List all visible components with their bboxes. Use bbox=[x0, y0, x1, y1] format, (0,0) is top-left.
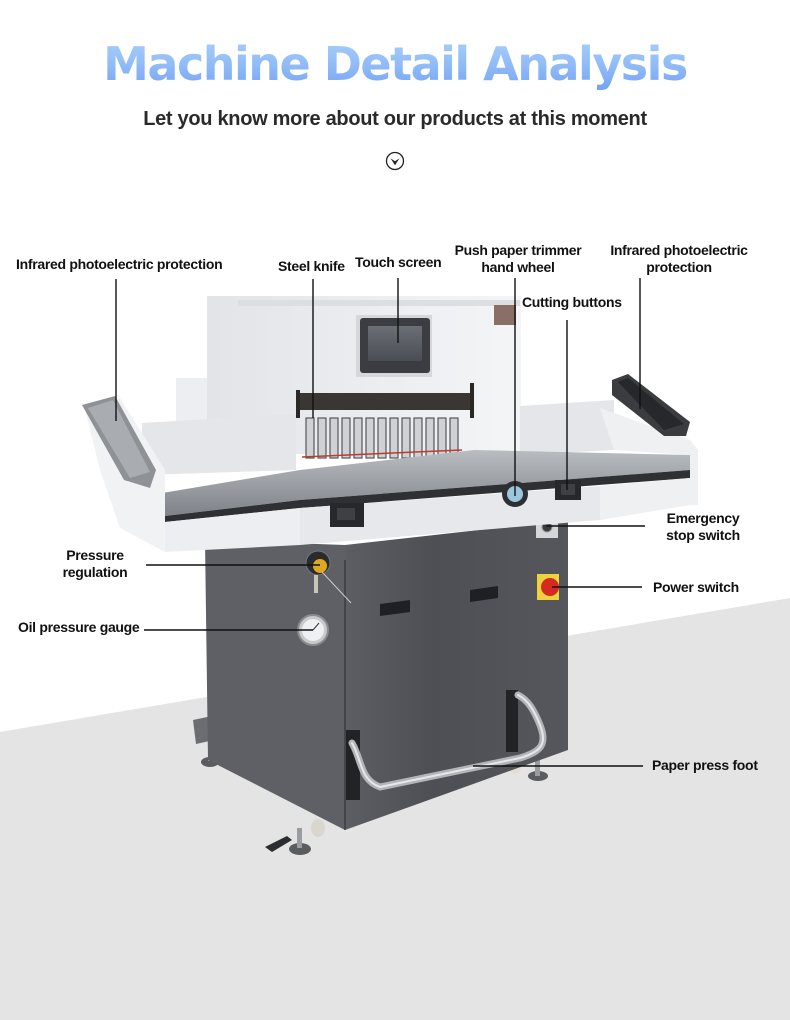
label-emergency-line1: Emergency bbox=[666, 510, 740, 526]
label-hand-wheel-line1: Push paper trimmer bbox=[454, 242, 582, 258]
label-emergency-stop: Emergency stop switch bbox=[656, 510, 750, 544]
label-pressure-line1: Pressure bbox=[66, 547, 124, 563]
label-oil-gauge: Oil pressure gauge bbox=[18, 619, 140, 635]
label-pressure-line2: regulation bbox=[62, 564, 128, 580]
label-power-switch: Power switch bbox=[653, 579, 739, 595]
label-steel-knife: Steel knife bbox=[278, 258, 345, 274]
label-infrared-right-line1: Infrared photoelectric bbox=[610, 242, 748, 258]
label-cutting-buttons: Cutting buttons bbox=[522, 294, 622, 310]
label-touch-screen: Touch screen bbox=[355, 254, 442, 270]
label-hand-wheel-line2: hand wheel bbox=[481, 259, 555, 275]
label-hand-wheel: Push paper trimmer hand wheel bbox=[448, 242, 588, 276]
page-subtitle: Let you know more about our products at … bbox=[143, 108, 647, 130]
label-infrared-left: Infrared photoelectric protection bbox=[16, 256, 223, 272]
page-title: Machine Detail Analysis bbox=[0, 34, 790, 94]
label-infrared-right: Infrared photoelectric protection bbox=[600, 242, 758, 276]
chevron-down-circle-icon[interactable] bbox=[385, 151, 405, 171]
label-emergency-line2: stop switch bbox=[666, 527, 740, 543]
label-infrared-right-line2: protection bbox=[646, 259, 712, 275]
label-press-foot: Paper press foot bbox=[652, 757, 758, 773]
label-pressure-regulation: Pressure regulation bbox=[50, 547, 140, 581]
